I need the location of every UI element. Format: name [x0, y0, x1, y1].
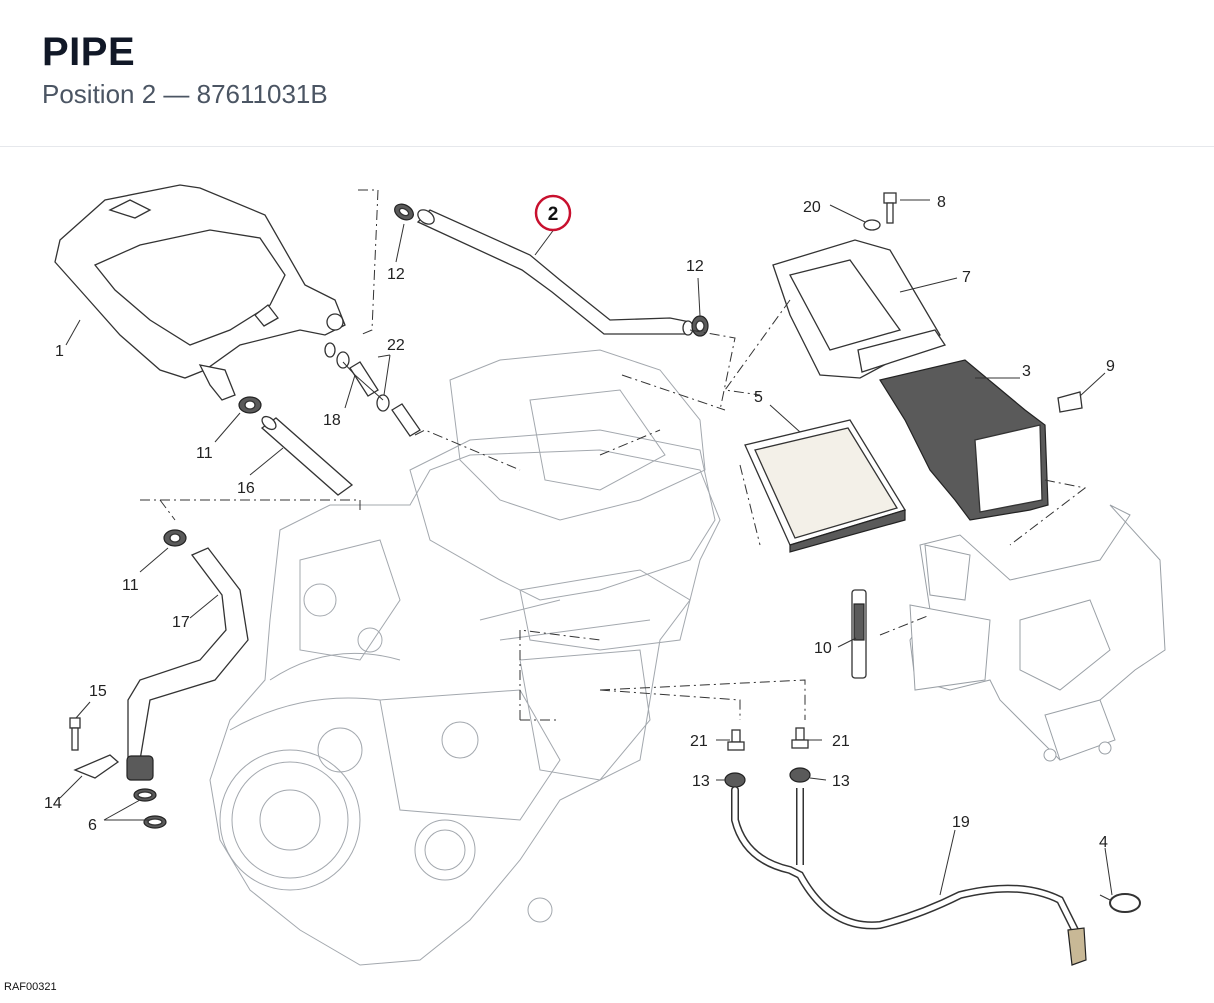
ring-22 — [324, 342, 390, 412]
callout-17: 17 — [172, 614, 190, 631]
callout-22: 22 — [387, 337, 405, 354]
clip-part-4 — [1099, 893, 1141, 913]
callout-4: 4 — [1099, 834, 1108, 851]
bolt-part-15 — [69, 717, 81, 751]
callout-labels: 1 3 4 5 6 7 8 9 10 11 11 12 12 13 13 14 … — [44, 194, 1115, 851]
page-title: PIPE — [42, 30, 136, 74]
airbox-base — [909, 504, 1166, 762]
leader-lines — [59, 199, 1113, 896]
small-hose-connector — [391, 403, 421, 437]
callout-19: 19 — [952, 814, 970, 831]
hose-clamp-11-upper — [238, 396, 262, 414]
callout-13-right: 13 — [832, 773, 850, 790]
clip-part-9 — [1057, 391, 1083, 413]
callout-21-right: 21 — [832, 733, 850, 750]
callout-12-left: 12 — [387, 266, 405, 283]
callout-7: 7 — [962, 269, 971, 286]
callout-13-left: 13 — [692, 773, 710, 790]
air-filter-part-5 — [744, 419, 906, 553]
callout-12-right: 12 — [686, 258, 704, 275]
bracket-part-14 — [73, 754, 120, 779]
o-ring-part-6 — [133, 788, 167, 829]
pipe-part-2 — [416, 209, 694, 336]
callout-20: 20 — [803, 199, 821, 216]
callout-8: 8 — [937, 194, 946, 211]
intake-duct-part-7 — [772, 239, 947, 379]
callout-16: 16 — [237, 480, 255, 497]
part-subtitle: Position 2 — 87611031B — [42, 79, 328, 109]
hose-part-18 — [349, 361, 379, 397]
assembly-dash-lines — [140, 189, 1087, 721]
callout-6: 6 — [88, 817, 97, 834]
diagram-reference-code: RAF00321 — [4, 981, 57, 993]
hose-part-17 — [126, 547, 249, 781]
position-2-highlight[interactable]: 2 — [534, 194, 572, 232]
callout-11-upper: 11 — [196, 445, 213, 462]
callout-5: 5 — [754, 389, 763, 406]
duct-part-3 — [879, 359, 1049, 521]
exploded-parts-diagram: 2 1 3 4 5 6 7 8 9 10 11 11 12 12 13 13 1… — [0, 147, 1214, 1003]
callout-10: 10 — [814, 640, 832, 657]
callout-9: 9 — [1106, 358, 1115, 375]
callout-21-left: 21 — [690, 733, 708, 750]
callout-14: 14 — [44, 795, 62, 812]
engine-block — [209, 349, 721, 966]
callout-3: 3 — [1022, 363, 1031, 380]
hose-part-16 — [260, 415, 354, 496]
fitting-part-21-right — [791, 727, 809, 749]
air-duct-part-1 — [54, 184, 346, 401]
breather-hose-part-19 — [731, 786, 1087, 966]
cap-part-13-left — [724, 772, 746, 788]
hose-clamp-11-lower — [163, 529, 187, 547]
washer-part-20 — [863, 219, 881, 231]
callout-1: 1 — [55, 343, 64, 360]
screw-part-8 — [883, 192, 897, 224]
cap-part-13-right — [789, 767, 811, 783]
fitting-part-21-left — [727, 729, 745, 751]
position-2-label: 2 — [548, 204, 559, 225]
hose-clamp-12-left — [394, 203, 414, 221]
callout-15: 15 — [89, 683, 107, 700]
page-header: PIPE Position 2 — 87611031B — [0, 0, 1214, 147]
callout-18: 18 — [323, 412, 341, 429]
callout-11-lower: 11 — [122, 577, 139, 594]
drain-part-10 — [851, 589, 867, 679]
